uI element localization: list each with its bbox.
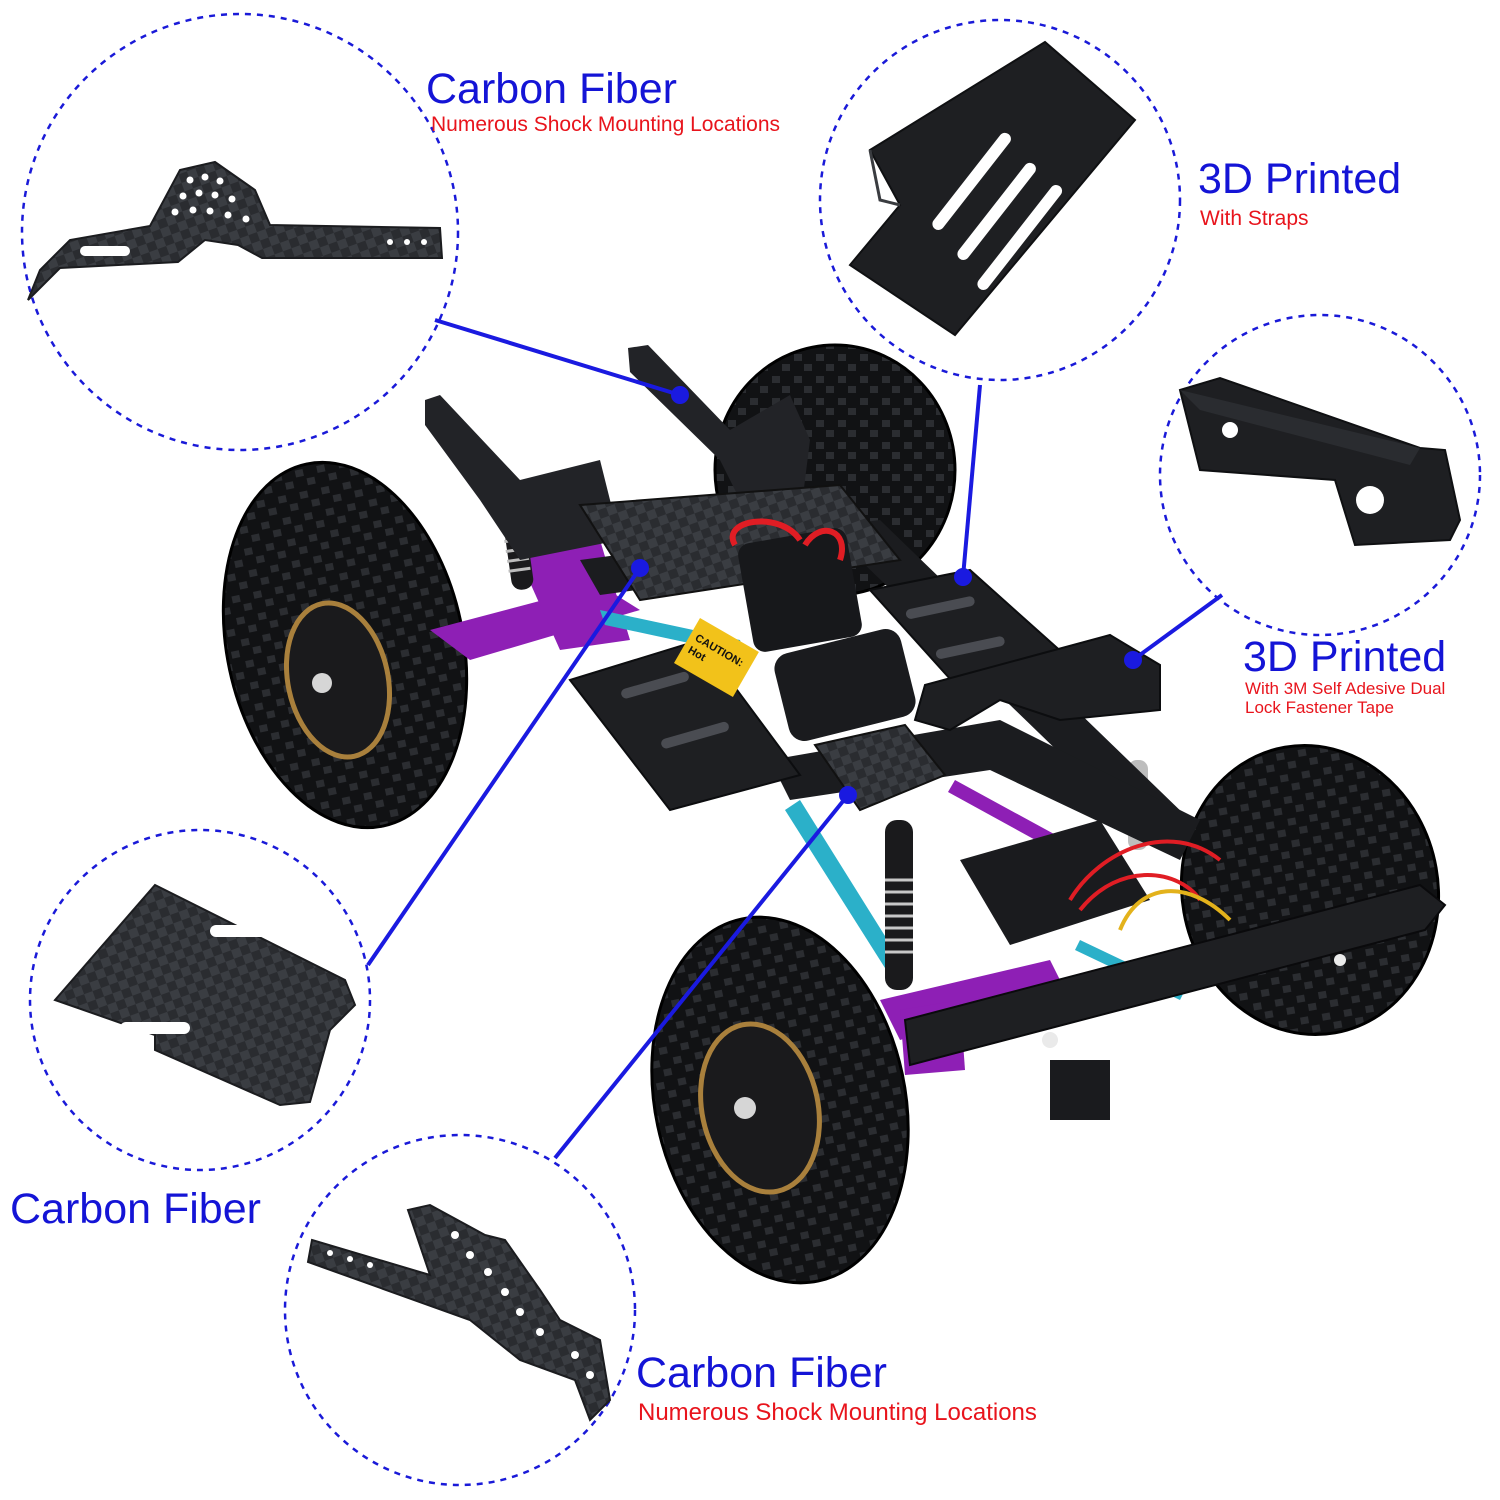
callout-title-mid-left: Carbon Fiber	[10, 1185, 261, 1233]
callout-circle-mid-right	[1158, 313, 1482, 637]
callout-subtitle-top-left: Numerous Shock Mounting Locations	[431, 113, 781, 136]
carbon-plate-part	[53, 883, 357, 1107]
carbon-shock-tower-part	[27, 160, 444, 301]
callout-title-bottom: Carbon Fiber	[636, 1349, 887, 1397]
wheel-rear-left	[221, 460, 469, 830]
callout-subtitle-bottom: Numerous Shock Mounting Locations	[638, 1399, 1037, 1426]
callout-circle-top-left	[20, 12, 460, 452]
wheel-front-left	[650, 915, 910, 1285]
callout-circle-top-right	[818, 18, 1182, 382]
callout-subtitle-mid-right-line1: With 3M Self Adesive Dual	[1245, 679, 1446, 698]
rc-crawler-chassis: CAUTION: Hot	[221, 343, 1447, 1285]
printed-tape-bracket-part	[1178, 376, 1462, 547]
carbon-rear-shock-tower-part	[306, 1203, 612, 1422]
callout-circle-mid-left	[28, 828, 372, 1172]
leader-lines	[366, 318, 1224, 1160]
callout-subtitle-mid-right-line2: Lock Fastener Tape	[1245, 698, 1394, 717]
callout-subtitle-top-right: With Straps	[1200, 207, 1309, 230]
callout-title-top-left: Carbon Fiber	[426, 65, 677, 113]
callout-circle-bottom	[283, 1133, 637, 1487]
callout-title-top-right: 3D Printed	[1198, 155, 1402, 203]
printed-strap-mount-part	[848, 40, 1137, 337]
callout-title-mid-right: 3D Printed	[1243, 633, 1447, 681]
